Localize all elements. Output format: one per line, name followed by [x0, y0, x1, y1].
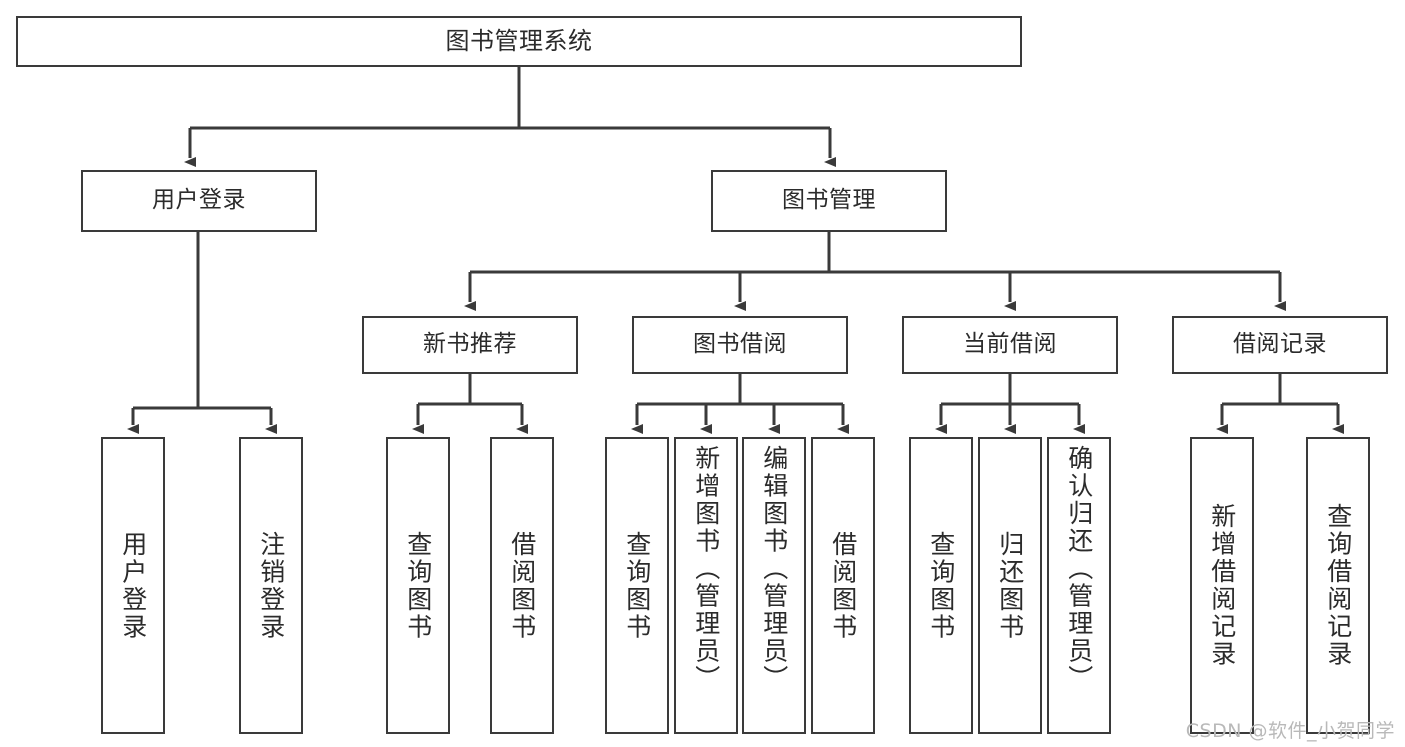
node-label: 新书推荐 [423, 331, 517, 358]
node-label: 编辑图书（管理员） [759, 445, 789, 693]
node-label: 用户登录 [118, 530, 148, 641]
csdn-watermark: CSDN @软件_小贺同学 [1185, 720, 1395, 742]
node-label: 当前借阅 [963, 331, 1057, 358]
node-book-management[interactable]: 图书管理 [711, 170, 947, 232]
node-root-book-management-system[interactable]: 图书管理系统 [16, 16, 1022, 67]
node-label: 确认归还（管理员） [1064, 445, 1094, 693]
node-leaf-query-book-recommend[interactable]: 查询图书 [386, 437, 450, 734]
node-leaf-query-book-current[interactable]: 查询图书 [909, 437, 973, 734]
node-leaf-return-book[interactable]: 归还图书 [978, 437, 1042, 734]
node-label: 归还图书 [995, 530, 1025, 641]
node-label: 图书管理系统 [445, 27, 593, 56]
node-user-login[interactable]: 用户登录 [81, 170, 317, 232]
node-label: 新增借阅记录 [1207, 503, 1237, 668]
node-label: 查询图书 [926, 530, 956, 641]
node-book-borrow[interactable]: 图书借阅 [632, 316, 848, 374]
node-leaf-borrow-book-borrow[interactable]: 借阅图书 [811, 437, 875, 734]
node-label: 新增图书（管理员） [691, 445, 721, 693]
node-label: 图书管理 [782, 187, 876, 214]
node-label: 查询图书 [622, 530, 652, 641]
node-leaf-user-login[interactable]: 用户登录 [101, 437, 165, 734]
node-label: 借阅图书 [507, 530, 537, 641]
node-leaf-query-book-borrow[interactable]: 查询图书 [605, 437, 669, 734]
node-borrow-record[interactable]: 借阅记录 [1172, 316, 1388, 374]
node-current-borrow[interactable]: 当前借阅 [902, 316, 1118, 374]
node-new-book-recommend[interactable]: 新书推荐 [362, 316, 578, 374]
node-leaf-borrow-book-recommend[interactable]: 借阅图书 [490, 437, 554, 734]
node-leaf-query-borrow-record[interactable]: 查询借阅记录 [1306, 437, 1370, 734]
node-label: 用户登录 [152, 187, 246, 214]
node-leaf-edit-book-admin[interactable]: 编辑图书（管理员） [742, 437, 806, 734]
node-label: 借阅图书 [828, 530, 858, 641]
node-label: 图书借阅 [693, 331, 787, 358]
node-label: 查询借阅记录 [1323, 503, 1353, 668]
node-leaf-logout-login[interactable]: 注销登录 [239, 437, 303, 734]
node-leaf-add-book-admin[interactable]: 新增图书（管理员） [674, 437, 738, 734]
node-label: 借阅记录 [1233, 331, 1327, 358]
node-leaf-add-borrow-record[interactable]: 新增借阅记录 [1190, 437, 1254, 734]
node-leaf-confirm-return-admin[interactable]: 确认归还（管理员） [1047, 437, 1111, 734]
node-label: 查询图书 [403, 530, 433, 641]
node-label: 注销登录 [256, 530, 286, 641]
